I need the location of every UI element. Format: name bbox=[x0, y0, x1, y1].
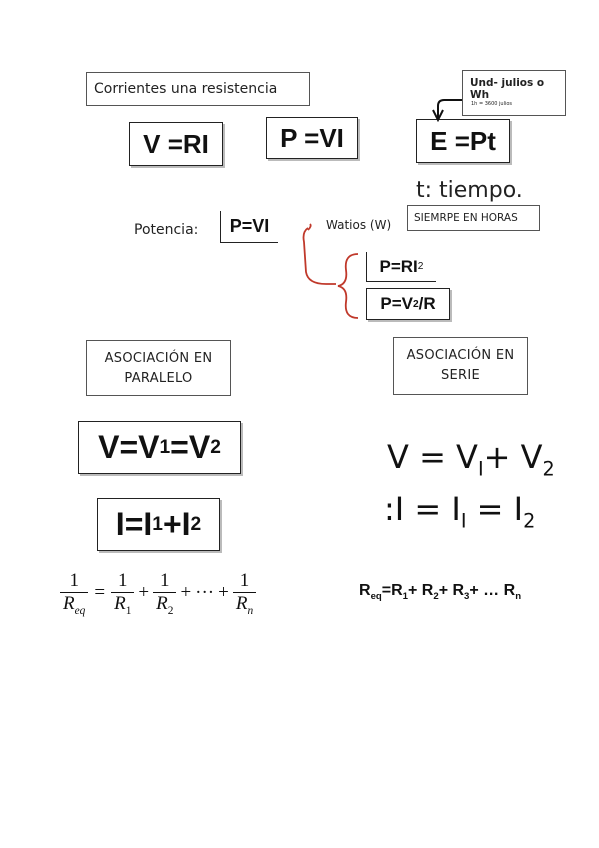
plus-sign-2: + bbox=[180, 582, 192, 604]
sc-lhs: :I = I bbox=[384, 490, 461, 528]
sc-s1: I bbox=[460, 509, 467, 533]
frac-r1: 1 R1 bbox=[111, 570, 135, 617]
r1-sub: 1 bbox=[125, 604, 132, 617]
hours-note-box: SIEMRPE EN HORAS bbox=[407, 205, 540, 231]
title-box: Corrientes una resistencia bbox=[86, 72, 310, 106]
frac-rn-den: Rn bbox=[232, 592, 257, 617]
power-formula: P =VI bbox=[266, 117, 358, 159]
watios-label: Watios (W) bbox=[326, 218, 392, 232]
title-text: Corrientes una resistencia bbox=[94, 81, 278, 97]
power-ri2-exp: 2 bbox=[417, 261, 424, 272]
paralelo-resistance-formula: 1 Req = 1 R1 + 1 R2 + ··· + 1 Rn bbox=[58, 570, 258, 617]
pi-s2: 2 bbox=[190, 513, 202, 535]
sr-s3: 3 bbox=[464, 591, 470, 603]
power-ri2-base: P=RI bbox=[379, 256, 418, 276]
sv-lhs: V = V bbox=[387, 438, 478, 476]
pv-s1: 1 bbox=[159, 436, 171, 458]
paralelo-heading: ASOCIACIÓN EN PARALELO bbox=[104, 351, 213, 386]
frac-rn: 1 Rn bbox=[232, 570, 257, 617]
arrow-icon bbox=[432, 99, 462, 122]
sc-mid: = I bbox=[466, 490, 524, 528]
power-v2r-exp: 2 bbox=[412, 298, 419, 310]
r2-base: R bbox=[156, 593, 168, 614]
r2-sub: 2 bbox=[167, 604, 174, 617]
frac-r2-num: 1 bbox=[160, 570, 170, 591]
pv-mid: =V bbox=[170, 429, 211, 465]
frac-r1-den: R1 bbox=[111, 592, 135, 617]
serie-heading: ASOCIACIÓN EN SERIE bbox=[406, 348, 515, 383]
r1-base: R bbox=[114, 593, 126, 614]
pi-lhs: I=I bbox=[115, 506, 153, 542]
sv-mid: + V bbox=[483, 438, 543, 476]
energy-text: E =Pt bbox=[430, 125, 496, 156]
energy-formula: E =Pt bbox=[416, 119, 510, 163]
paralelo-heading-box: ASOCIACIÓN EN PARALELO bbox=[86, 340, 231, 396]
serie-voltage-formula: V = VI+ V2 bbox=[387, 438, 555, 480]
sr-tail: + … R bbox=[469, 582, 516, 599]
req-sub: eq bbox=[74, 604, 86, 617]
sr-sn: n bbox=[515, 591, 522, 603]
sc-s2: 2 bbox=[523, 509, 536, 533]
serie-current-formula: :I = II = I2 bbox=[384, 490, 535, 532]
power-text: P =VI bbox=[280, 122, 344, 153]
sr-r: R bbox=[359, 582, 371, 599]
ohm-law-formula: V =RI bbox=[129, 122, 223, 166]
rn-base: R bbox=[235, 593, 248, 614]
plus-sign-1: + bbox=[138, 582, 150, 604]
rn-sub: n bbox=[247, 604, 254, 617]
sr-p2: + R bbox=[408, 582, 434, 599]
ohm-law-text: V =RI bbox=[143, 128, 209, 159]
frac-rn-num: 1 bbox=[239, 570, 250, 591]
frac-req-den: Req bbox=[60, 592, 89, 617]
sr-s2: 2 bbox=[433, 591, 439, 603]
pi-mid: +I bbox=[162, 506, 191, 542]
power-v2r-base: P=V bbox=[380, 294, 413, 313]
pv-s2: 2 bbox=[210, 436, 221, 458]
req-base: R bbox=[63, 593, 75, 614]
potencia-formula-text: P=VI bbox=[229, 216, 270, 236]
sv-s2: 2 bbox=[542, 457, 555, 481]
pi-s1: 1 bbox=[152, 513, 163, 535]
power-v2r-tail: /R bbox=[418, 294, 436, 313]
serie-heading-box: ASOCIACIÓN EN SERIE bbox=[393, 337, 528, 395]
serie-resistance-formula: Req=R1+ R2+ R3+ … Rn bbox=[359, 582, 521, 602]
frac-r2: 1 R2 bbox=[153, 570, 177, 617]
plus-sign-3: + bbox=[218, 582, 229, 604]
potencia-formula: P=VI bbox=[220, 211, 278, 243]
time-label: t: tiempo. bbox=[416, 178, 523, 203]
dots: ··· bbox=[195, 582, 215, 604]
hours-note-text: SIEMRPE EN HORAS bbox=[414, 212, 518, 224]
sr-s1: 1 bbox=[402, 591, 409, 603]
sr-req-sub: eq bbox=[370, 591, 382, 603]
frac-req: 1 Req bbox=[60, 570, 89, 617]
frac-r2-den: R2 bbox=[153, 592, 177, 617]
brace-icon bbox=[302, 223, 359, 319]
sv-s1: I bbox=[477, 457, 484, 481]
frac-r1-num: 1 bbox=[118, 570, 128, 591]
sr-p3: + R bbox=[438, 582, 465, 599]
eq-sign: = bbox=[94, 582, 106, 604]
energy-units-box: Und- julios o Wh 1h = 3600 julios bbox=[462, 70, 566, 116]
frac-req-num: 1 bbox=[69, 570, 79, 591]
sr-eq: =R bbox=[381, 582, 403, 599]
pv-lhs: V=V bbox=[98, 429, 160, 465]
potencia-label: Potencia: bbox=[134, 222, 199, 238]
energy-units-text: Und- julios o Wh bbox=[470, 77, 545, 101]
energy-conversion-text: 1h = 3600 julios bbox=[471, 101, 513, 107]
